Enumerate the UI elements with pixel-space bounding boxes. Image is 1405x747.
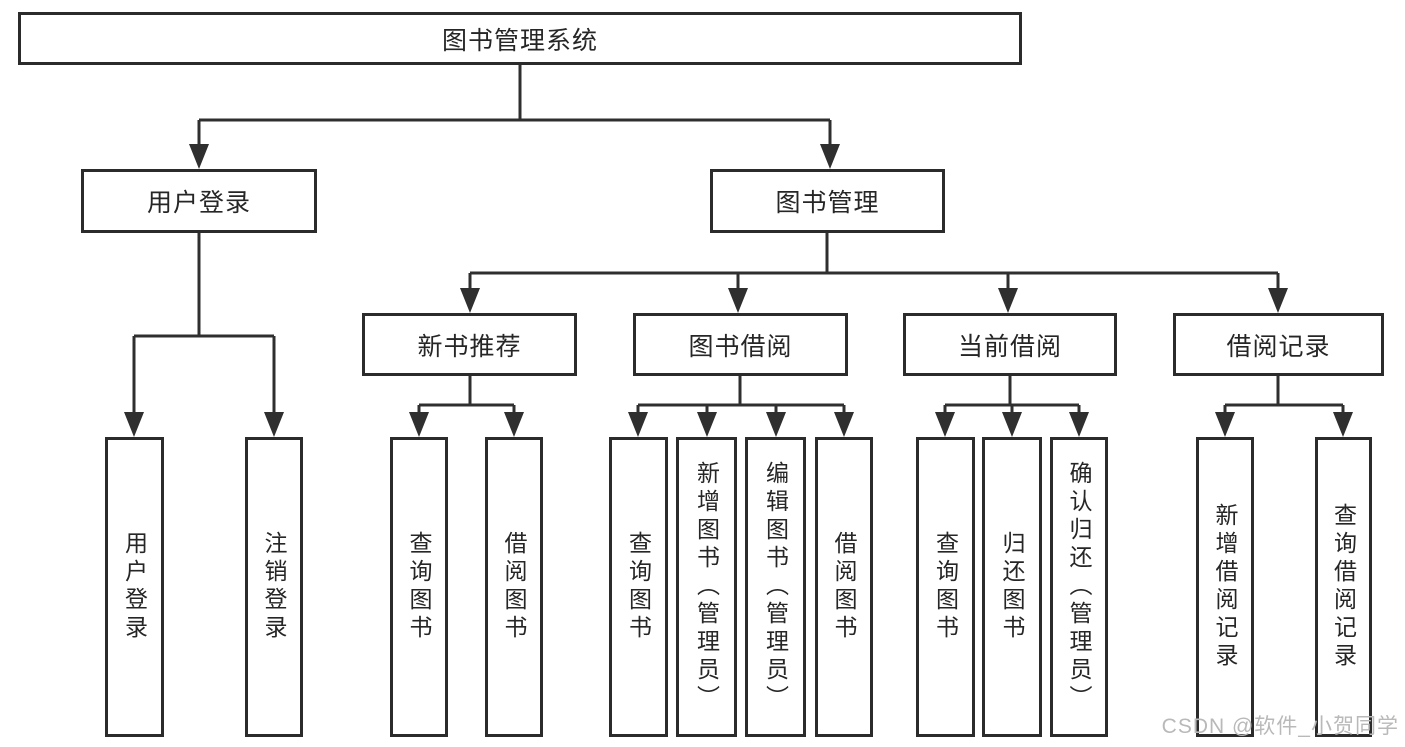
node-label: 借阅图书 bbox=[501, 531, 527, 643]
node-label: 新书推荐 bbox=[417, 332, 522, 361]
node-label: 确认归还（管理员） bbox=[1066, 461, 1092, 713]
node-label: 查询借阅记录 bbox=[1330, 503, 1357, 671]
connector-borrow-records-to-leaves bbox=[1215, 376, 1353, 437]
node-root: 图书管理系统 bbox=[18, 12, 1022, 65]
connector-user-login-to-leaves bbox=[124, 233, 284, 437]
leaf-logout: 注销登录 bbox=[245, 437, 303, 737]
leaf-add-book-admin: 新增图书（管理员） bbox=[676, 437, 737, 737]
leaf-query-borrow-record: 查询借阅记录 bbox=[1315, 437, 1372, 737]
node-label: 用户登录 bbox=[146, 189, 251, 217]
connector-current-borrow-to-leaves bbox=[935, 376, 1089, 437]
leaf-confirm-return-admin: 确认归还（管理员） bbox=[1050, 437, 1108, 737]
node-label: 归还图书 bbox=[999, 531, 1025, 643]
leaf-return-book: 归还图书 bbox=[982, 437, 1042, 737]
node-label: 借阅记录 bbox=[1226, 332, 1331, 361]
leaf-borrow-book-rec: 借阅图书 bbox=[485, 437, 543, 737]
node-label: 编辑图书（管理员） bbox=[762, 461, 789, 713]
connector-book-borrow-to-leaves bbox=[628, 376, 854, 437]
node-book-mgmt: 图书管理 bbox=[710, 169, 945, 233]
node-label: 新增图书（管理员） bbox=[693, 461, 720, 713]
connector-root-to-level2 bbox=[189, 65, 840, 169]
node-label: 借阅图书 bbox=[831, 531, 857, 643]
leaf-add-borrow-record: 新增借阅记录 bbox=[1196, 437, 1254, 737]
node-label: 查询图书 bbox=[406, 531, 432, 643]
node-borrow-records: 借阅记录 bbox=[1173, 313, 1384, 376]
node-label: 图书管理 bbox=[775, 189, 880, 217]
node-label: 用户登录 bbox=[121, 531, 148, 643]
node-label: 查询图书 bbox=[932, 531, 959, 643]
node-label: 图书借阅 bbox=[688, 332, 793, 361]
connector-book-mgmt-to-level3 bbox=[460, 233, 1288, 313]
node-book-borrow: 图书借阅 bbox=[633, 313, 848, 376]
leaf-user-login: 用户登录 bbox=[105, 437, 164, 737]
leaf-query-book-rec: 查询图书 bbox=[390, 437, 448, 737]
node-label: 当前借阅 bbox=[957, 332, 1062, 361]
node-label: 注销登录 bbox=[261, 531, 287, 643]
leaf-query-book-current: 查询图书 bbox=[916, 437, 975, 737]
leaf-edit-book-admin: 编辑图书（管理员） bbox=[745, 437, 806, 737]
connector-new-book-rec-to-leaves bbox=[409, 376, 524, 437]
node-new-book-rec: 新书推荐 bbox=[362, 313, 577, 376]
node-label: 图书管理系统 bbox=[441, 26, 598, 55]
leaf-borrow-book: 借阅图书 bbox=[815, 437, 873, 737]
node-current-borrow: 当前借阅 bbox=[903, 313, 1117, 376]
node-label: 新增借阅记录 bbox=[1212, 503, 1238, 671]
leaf-query-book-borrow: 查询图书 bbox=[609, 437, 668, 737]
node-user-login: 用户登录 bbox=[81, 169, 317, 233]
node-label: 查询图书 bbox=[625, 531, 652, 643]
csdn-watermark: CSDN @软件_小贺同学 bbox=[1161, 715, 1399, 738]
